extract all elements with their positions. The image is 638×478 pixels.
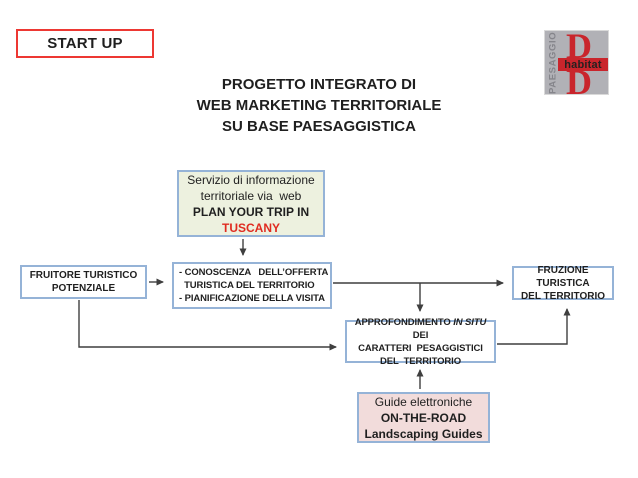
node-approfondimento-in-situ: APPROFONDIMENTO IN SITU DEI CARATTERI PE…: [345, 317, 496, 367]
servizio-line-2: territoriale via web: [200, 188, 302, 203]
startup-box: START UP: [16, 29, 154, 58]
node-fruitore-turistico: FRUITORE TURISTICO POTENZIALE: [20, 265, 147, 299]
servizio-line-3: PLAN YOUR TRIP IN: [192, 204, 310, 219]
logo-letter-d-top: D: [566, 26, 592, 66]
startup-label: START UP: [47, 35, 123, 52]
servizio-line-4: TUSCANY: [221, 220, 280, 235]
fruitore-line-1: FRUITORE TURISTICO: [29, 270, 138, 281]
logo-habitat-band: habitat: [558, 58, 608, 71]
guide-line-3: Landscaping Guides: [364, 426, 483, 441]
fruitore-line-2: POTENZIALE: [51, 283, 116, 294]
servizio-line-1: Servizio di informazione: [187, 172, 315, 187]
logo-letter-d-bottom: D: [566, 62, 592, 102]
node-servizio-informazione: Servizio di informazione territoriale vi…: [177, 170, 325, 237]
conoscenza-line-2: TURISTICA DEL TERRITORIO: [179, 280, 315, 291]
arrow-approfondimento-to-fruzione: [497, 308, 571, 345]
fruzione-line-1: FRUZIONE TURISTICA: [536, 264, 590, 289]
title-line-2: WEB MARKETING TERRITORIALE: [196, 97, 442, 114]
approfondimento-line-2: CARATTERI PESAGGISTICI: [358, 342, 483, 354]
title-line-1: PROGETTO INTEGRATO DI: [221, 76, 417, 93]
node-fruzione-turistica: FRUZIONE TURISTICA DEL TERRITORIO: [512, 264, 614, 302]
guide-line-2: ON-THE-ROAD: [380, 410, 467, 425]
approfondimento-line1-pre: APPROFONDIMENTO: [354, 316, 454, 328]
paesaggio-habitat-logo: PAESAGGIO D D habitat: [544, 26, 609, 102]
node-guide-elettroniche: Guide elettroniche ON-THE-ROAD Landscapi…: [357, 392, 490, 443]
approfondimento-line-1: APPROFONDIMENTO IN SITU DEI: [347, 316, 494, 342]
node-conoscenza-offerta: - CONOSCENZA DELL’OFFERTA TURISTICA DEL …: [172, 262, 332, 309]
approfondimento-line1-post: DEI: [412, 316, 489, 341]
fruzione-line-2: DEL TERRITORIO: [520, 290, 606, 302]
approfondimento-line-3: DEL TERRITORIO: [379, 355, 462, 367]
approfondimento-line1-italic: IN SITU: [453, 316, 487, 328]
conoscenza-line-1: - CONOSCENZA DELL’OFFERTA: [179, 267, 329, 278]
conoscenza-line-3: - PIANIFICAZIONE DELLA VISITA: [179, 293, 325, 304]
title-line-3: SU BASE PAESAGGISTICA: [222, 118, 416, 135]
guide-line-1: Guide elettroniche: [374, 394, 473, 409]
page-title: PROGETTO INTEGRATO DI WEB MARKETING TERR…: [158, 74, 480, 137]
